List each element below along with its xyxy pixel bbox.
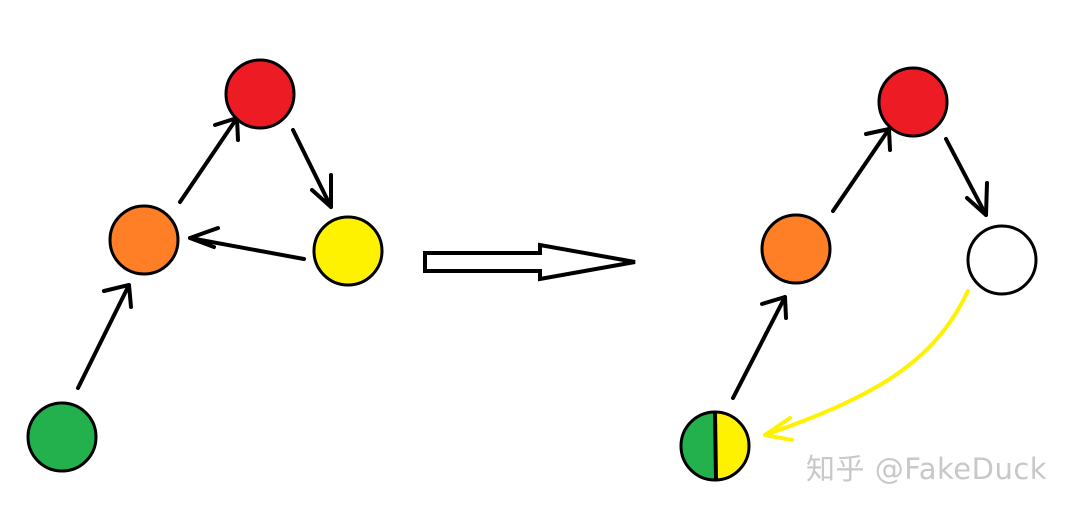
before-orange-node	[108, 204, 180, 276]
before-edge-red-to-yellow	[291, 128, 333, 209]
after-green-yellow-node	[679, 410, 751, 482]
before-green-node	[26, 401, 98, 473]
green-half	[681, 412, 715, 480]
after-red-node	[877, 66, 949, 138]
after-edge-white-to-greenyellow	[763, 289, 970, 442]
before-graph	[26, 58, 384, 473]
before-edge-orange-to-red	[178, 116, 240, 204]
watermark-text: 知乎 @FakeDuck	[806, 452, 1048, 486]
after-edge-red-to-white	[944, 137, 989, 217]
before-yellow-node	[312, 215, 384, 287]
after-edge-greenyellow-to-orange	[731, 295, 788, 400]
after-graph	[679, 66, 1038, 482]
transform-arrow-icon	[423, 242, 636, 282]
before-red-node	[224, 58, 296, 130]
before-edge-green-to-orange	[76, 283, 133, 390]
after-orange-node	[760, 213, 832, 285]
after-white-node	[966, 224, 1038, 296]
before-edge-yellow-to-orange	[188, 226, 306, 261]
after-edge-orange-to-red	[831, 127, 892, 213]
yellow-half	[715, 412, 749, 480]
